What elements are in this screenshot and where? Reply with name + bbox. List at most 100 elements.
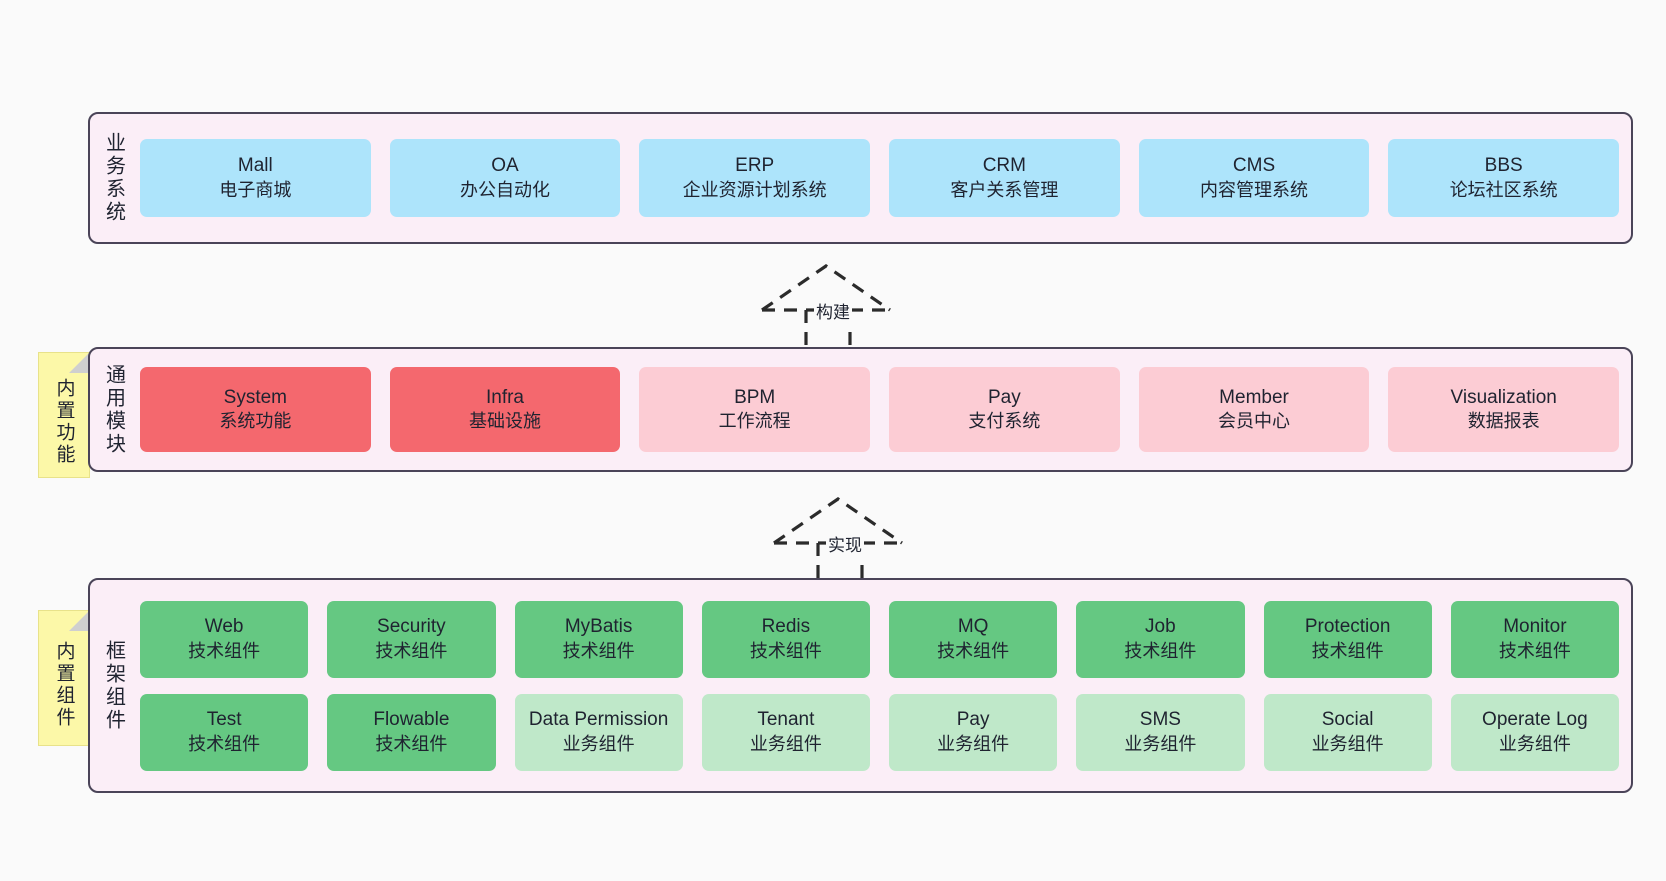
card-pay-component-cn: 业务组件 <box>937 733 1010 754</box>
framework-business-row: Test 技术组件 Flowable 技术组件 Data Permission … <box>140 693 1619 771</box>
card-data-permission[interactable]: Data Permission 业务组件 <box>514 693 683 771</box>
card-visualization-cn: 数据报表 <box>1467 411 1540 432</box>
layer-business-system-title: 业务系统 <box>102 132 125 224</box>
card-mybatis-en: MyBatis <box>564 616 633 638</box>
card-pay-module-en: Pay <box>987 386 1021 408</box>
card-bbs-cn: 论坛社区系统 <box>1449 179 1558 200</box>
card-crm-en: CRM <box>982 155 1026 177</box>
card-test-cn: 技术组件 <box>188 733 261 754</box>
layer-business-system-body: Mall 电子商城 OA 办公自动化 ERP 企业资源计划系统 CRM 客户关系… <box>136 114 1631 242</box>
card-crm[interactable]: CRM 客户关系管理 <box>889 139 1120 217</box>
note-builtin-components-label: 内置组件 <box>53 641 75 729</box>
card-oa-cn: 办公自动化 <box>460 179 550 200</box>
card-bbs-en: BBS <box>1484 155 1523 177</box>
card-system[interactable]: System 系统功能 <box>140 367 371 452</box>
card-member[interactable]: Member 会员中心 <box>1138 367 1370 452</box>
card-data-permission-cn: 业务组件 <box>562 733 635 754</box>
connector-build-label: 构建 <box>814 298 852 323</box>
card-mall-en: Mall <box>237 155 273 177</box>
card-sms-cn: 业务组件 <box>1124 733 1197 754</box>
card-web-cn: 技术组件 <box>188 640 261 661</box>
card-flowable-en: Flowable <box>373 709 450 731</box>
layer-framework-component-body: Web 技术组件 Security 技术组件 MyBatis 技术组件 Redi… <box>136 580 1631 791</box>
connector-build: 构建 <box>760 262 920 348</box>
card-mybatis-cn: 技术组件 <box>562 640 635 661</box>
card-security-cn: 技术组件 <box>375 640 448 661</box>
layer-framework-component-title: 框架组件 <box>102 639 125 732</box>
card-mall[interactable]: Mall 电子商城 <box>140 139 371 217</box>
card-job-cn: 技术组件 <box>1124 640 1197 661</box>
card-social-cn: 业务组件 <box>1311 733 1384 754</box>
card-data-permission-en: Data Permission <box>528 709 669 731</box>
framework-tech-row: Web 技术组件 Security 技术组件 MyBatis 技术组件 Redi… <box>140 600 1619 678</box>
card-pay-module[interactable]: Pay 支付系统 <box>889 367 1120 452</box>
card-monitor-cn: 技术组件 <box>1498 640 1571 661</box>
card-redis-cn: 技术组件 <box>749 640 822 661</box>
layer-common-module-title: 通用模块 <box>102 363 125 456</box>
card-sms[interactable]: SMS 业务组件 <box>1076 693 1245 771</box>
business-card-row: Mall 电子商城 OA 办公自动化 ERP 企业资源计划系统 CRM 客户关系… <box>140 139 1620 217</box>
card-pay-component[interactable]: Pay 业务组件 <box>889 693 1058 771</box>
card-mybatis[interactable]: MyBatis 技术组件 <box>514 600 683 678</box>
card-tenant-cn: 业务组件 <box>749 733 822 754</box>
card-bbs[interactable]: BBS 论坛社区系统 <box>1388 139 1620 217</box>
note-builtin-features: 内置功能 <box>38 352 90 478</box>
card-mq[interactable]: MQ 技术组件 <box>889 600 1058 678</box>
layer-framework-component[interactable]: 框架组件 Web 技术组件 Security 技术组件 MyBatis 技术组件… <box>88 578 1633 793</box>
card-oa-en: OA <box>491 155 519 177</box>
card-oa[interactable]: OA 办公自动化 <box>389 139 621 217</box>
connector-implement: 实现 <box>772 495 932 581</box>
card-sms-en: SMS <box>1139 709 1181 731</box>
card-operate-log-en: Operate Log <box>1482 709 1588 731</box>
connector-implement-arrow <box>773 497 903 581</box>
card-web[interactable]: Web 技术组件 <box>140 600 309 678</box>
layer-common-module[interactable]: 通用模块 System 系统功能 Infra 基础设施 BPM 工作流程 Pay… <box>88 347 1633 472</box>
card-mq-en: MQ <box>957 616 989 638</box>
card-protection-cn: 技术组件 <box>1311 640 1384 661</box>
card-infra-en: Infra <box>485 386 525 408</box>
card-operate-log[interactable]: Operate Log 业务组件 <box>1450 693 1619 771</box>
card-protection[interactable]: Protection 技术组件 <box>1263 600 1432 678</box>
card-cms-en: CMS <box>1232 155 1276 177</box>
card-job-en: Job <box>1145 616 1176 638</box>
card-social-en: Social <box>1321 709 1374 731</box>
card-job[interactable]: Job 技术组件 <box>1076 600 1245 678</box>
card-visualization[interactable]: Visualization 数据报表 <box>1388 367 1620 452</box>
card-infra[interactable]: Infra 基础设施 <box>389 367 621 452</box>
card-erp[interactable]: ERP 企业资源计划系统 <box>639 139 871 217</box>
card-member-en: Member <box>1219 386 1289 408</box>
card-tenant-en: Tenant <box>757 709 815 731</box>
card-tenant[interactable]: Tenant 业务组件 <box>701 693 870 771</box>
card-visualization-en: Visualization <box>1450 386 1557 408</box>
card-redis[interactable]: Redis 技术组件 <box>701 600 870 678</box>
card-test[interactable]: Test 技术组件 <box>140 693 309 771</box>
card-system-en: System <box>223 386 288 408</box>
card-social[interactable]: Social 业务组件 <box>1263 693 1432 771</box>
card-infra-cn: 基础设施 <box>469 411 541 432</box>
card-flowable[interactable]: Flowable 技术组件 <box>327 693 496 771</box>
card-system-cn: 系统功能 <box>219 411 292 432</box>
connector-build-arrow <box>761 264 891 348</box>
layer-common-module-body: System 系统功能 Infra 基础设施 BPM 工作流程 Pay 支付系统… <box>136 349 1631 470</box>
layer-business-system[interactable]: 业务系统 Mall 电子商城 OA 办公自动化 ERP 企业资源计划系统 CRM… <box>88 112 1633 244</box>
card-mall-cn: 电子商城 <box>219 179 292 200</box>
card-protection-en: Protection <box>1304 616 1391 638</box>
card-test-en: Test <box>206 709 242 731</box>
card-cms-cn: 内容管理系统 <box>1200 179 1309 200</box>
card-security-en: Security <box>377 616 446 638</box>
card-bpm[interactable]: BPM 工作流程 <box>639 367 871 452</box>
card-erp-en: ERP <box>735 155 775 177</box>
card-operate-log-cn: 业务组件 <box>1498 733 1571 754</box>
card-member-cn: 会员中心 <box>1218 411 1291 432</box>
card-cms[interactable]: CMS 内容管理系统 <box>1138 139 1370 217</box>
card-pay-component-en: Pay <box>956 709 990 731</box>
card-bpm-cn: 工作流程 <box>718 411 791 432</box>
common-module-card-row: System 系统功能 Infra 基础设施 BPM 工作流程 Pay 支付系统… <box>140 367 1620 452</box>
card-monitor[interactable]: Monitor 技术组件 <box>1450 600 1619 678</box>
card-monitor-en: Monitor <box>1503 616 1567 638</box>
card-security[interactable]: Security 技术组件 <box>327 600 496 678</box>
card-bpm-en: BPM <box>734 386 776 408</box>
card-mq-cn: 技术组件 <box>937 640 1010 661</box>
card-redis-en: Redis <box>761 616 811 638</box>
